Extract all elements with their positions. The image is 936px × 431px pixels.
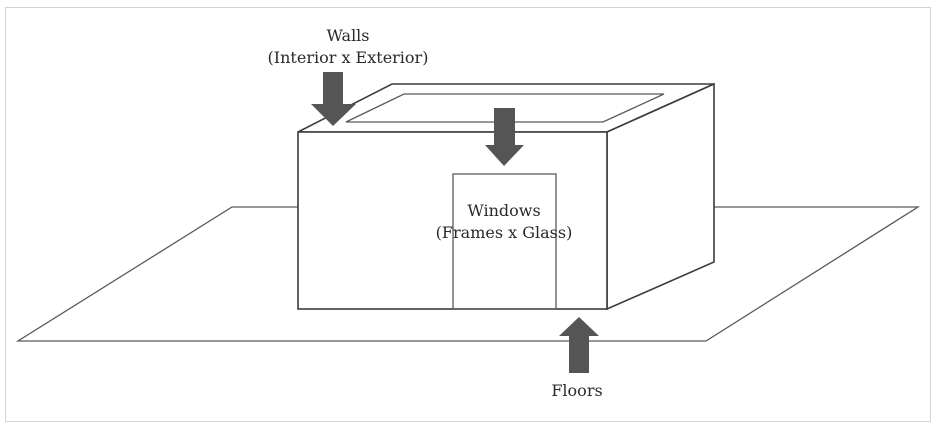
floors-arrow-icon — [559, 317, 599, 373]
windows-subtitle: (Frames x Glass) — [436, 223, 573, 242]
walls-title: Walls — [326, 26, 369, 45]
windows-title: Windows — [467, 201, 540, 220]
roof-opening — [345, 93, 665, 123]
walls-subtitle: (Interior x Exterior) — [268, 48, 429, 67]
window-opening — [452, 173, 557, 310]
walls-arrow-icon — [311, 72, 356, 126]
roof-arrow-icon — [485, 108, 524, 166]
floors-title: Floors — [551, 381, 602, 400]
